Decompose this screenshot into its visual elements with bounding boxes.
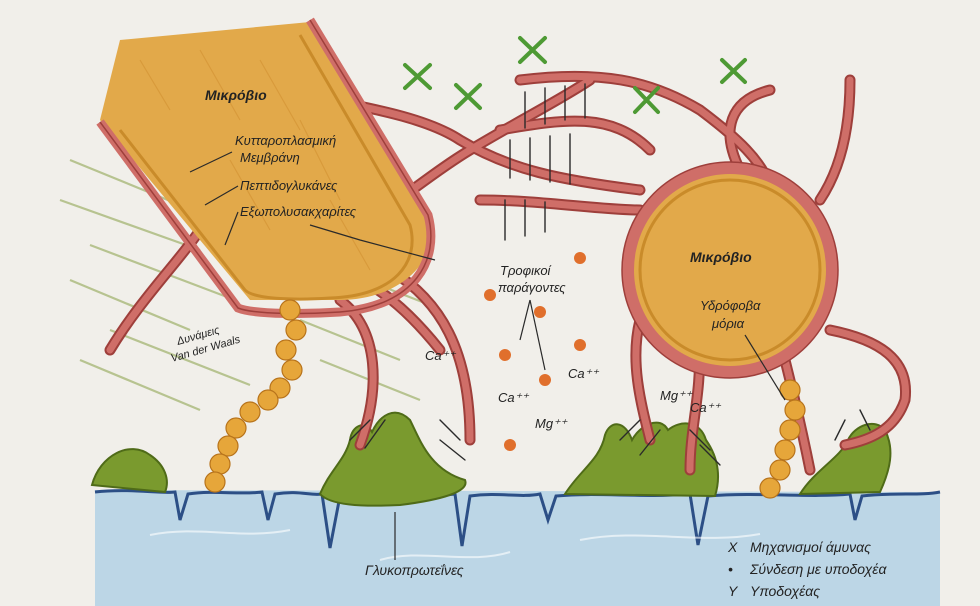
legend-text-2: Σύνδεση με υποδοχέα: [749, 561, 887, 577]
label-mg-1: Mg⁺⁺: [535, 416, 568, 431]
label-microbe-left: Μικρόβιο: [205, 87, 267, 103]
label-ca-1: Ca⁺⁺: [425, 348, 456, 363]
label-membrane-2: Μεμβράνη: [240, 150, 300, 165]
label-membrane-1: Κυτταροπλασμική: [235, 133, 336, 148]
label-peptidoglycans: Πεπτιδογλυκάνες: [240, 178, 338, 193]
label-ca-4: Ca⁺⁺: [690, 400, 721, 415]
label-trophic-2: παράγοντες: [498, 280, 566, 295]
label-ca-2: Ca⁺⁺: [498, 390, 529, 405]
label-hydrophobic-2: μόρια: [711, 316, 745, 331]
label-trophic-1: Τροφικοί: [500, 263, 552, 278]
label-mg-2: Mg⁺⁺: [660, 388, 693, 403]
legend-text-3: Υποδοχέας: [750, 583, 820, 599]
label-microbe-right: Μικρόβιο: [690, 249, 752, 265]
legend-symbol-1: X: [727, 539, 738, 555]
label-glycoproteins: Γλυκοπρωτεΐνες: [365, 562, 464, 578]
label-ca-3: Ca⁺⁺: [568, 366, 599, 381]
legend-symbol-2: •: [728, 561, 733, 577]
legend-text-1: Μηχανισμοί άμυνας: [750, 539, 871, 555]
label-hydrophobic-1: Υδρόφοβα: [700, 298, 761, 313]
label-exopolysaccharides: Εξωπολυσακχαρίτες: [240, 204, 357, 219]
microbe-right: [622, 162, 838, 378]
